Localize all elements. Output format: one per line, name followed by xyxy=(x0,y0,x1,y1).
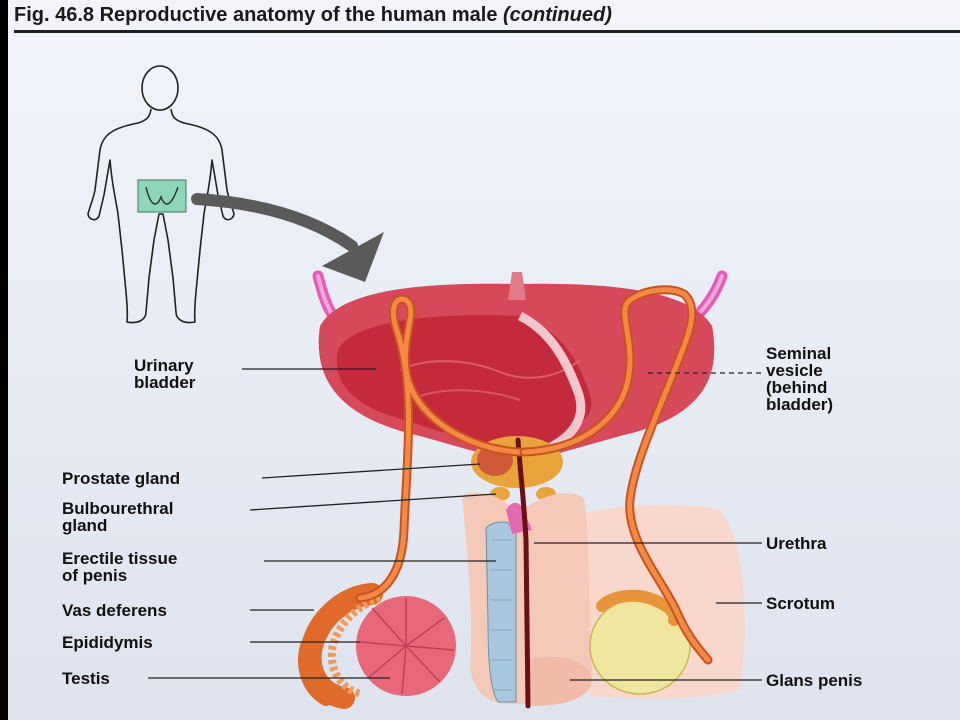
figure-title: Fig. 46.8 Reproductive anatomy of the hu… xyxy=(14,4,612,27)
label-seminal-vesicle: Seminal vesicle (behind bladder) xyxy=(766,344,834,414)
highlight-box xyxy=(137,179,187,213)
label-prostate-gland: Prostate gland xyxy=(62,469,181,488)
bladder-apex xyxy=(508,272,526,300)
leader-lines xyxy=(148,368,762,681)
bladder-wall-cut xyxy=(517,311,586,457)
label-scrotum: Scrotum xyxy=(766,594,835,613)
vas-deferens-right xyxy=(519,285,713,665)
title-main: Fig. 46.8 Reproductive anatomy of the hu… xyxy=(14,4,498,26)
epididymis-left xyxy=(299,583,383,709)
label-testis: Testis xyxy=(62,669,110,688)
zoom-arrow xyxy=(191,193,384,282)
vas-deferens-left xyxy=(355,294,525,603)
head-outline xyxy=(141,65,179,111)
label-glans-penis: Glans penis xyxy=(766,671,863,690)
bladder-interior xyxy=(336,315,592,452)
label-vas-deferens: Vas deferens xyxy=(62,601,167,620)
title-emphasis: (continued) xyxy=(503,4,612,26)
glans-penis xyxy=(526,656,592,706)
left-border xyxy=(0,0,8,720)
highlight-glyph xyxy=(145,186,179,205)
leader-bulbourethral-gland xyxy=(249,493,497,511)
title-rule xyxy=(14,30,960,33)
label-urethra: Urethra xyxy=(766,534,827,553)
leader-prostate-gland xyxy=(261,463,481,479)
label-epididymis: Epididymis xyxy=(62,633,153,652)
label-erectile-tissue: Erectile tissue of penis xyxy=(62,549,178,585)
torso-outline xyxy=(87,108,235,324)
label-urinary-bladder: Urinary bladder xyxy=(134,356,196,392)
label-bulbourethral-gland: Bulbourethral gland xyxy=(62,499,174,535)
erectile-tissue xyxy=(485,521,517,703)
